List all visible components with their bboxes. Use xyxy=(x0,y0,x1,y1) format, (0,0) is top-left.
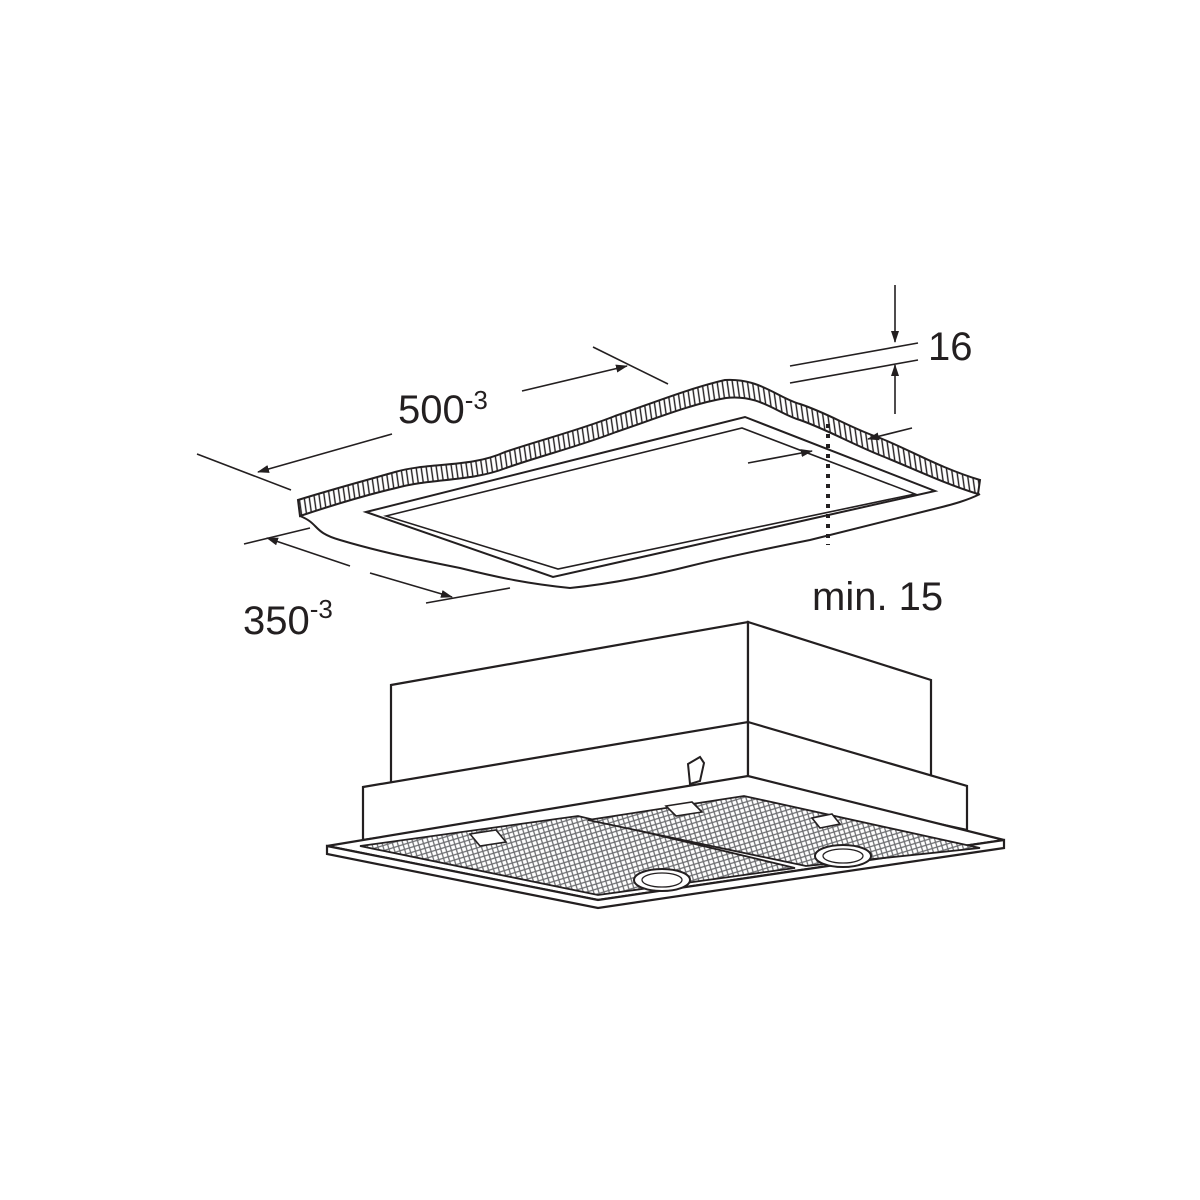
clearance-label: min. 15 xyxy=(812,575,943,619)
filter-handle-right xyxy=(664,801,704,817)
width-extension-left xyxy=(196,453,292,491)
clearance-arrow-in xyxy=(747,449,813,464)
filter-handle-left xyxy=(468,829,508,847)
hood-unit xyxy=(325,620,1006,910)
width-arrow-right xyxy=(521,364,628,392)
light-left-inner xyxy=(641,872,683,888)
width-dimension: 500-3 xyxy=(196,346,669,491)
ceiling-surface-outline xyxy=(299,493,981,590)
light-right-inner xyxy=(822,848,864,864)
width-extension-right xyxy=(592,346,669,385)
thickness-line-bottom xyxy=(789,359,919,384)
thickness-line-top xyxy=(789,342,919,367)
hood-bottom-plate-edge xyxy=(325,838,1006,910)
ceiling-opening-inner xyxy=(383,427,918,570)
ceiling-panel xyxy=(296,378,982,590)
switch-knob xyxy=(686,755,706,786)
depth-label: 350-3 xyxy=(243,594,333,643)
ceiling-opening xyxy=(362,415,939,579)
filter-handle-right-2 xyxy=(810,813,842,829)
clearance-arrow-edge xyxy=(867,427,913,441)
depth-extension-back xyxy=(425,587,511,604)
depth-arrow-front xyxy=(266,537,351,567)
width-arrow-left xyxy=(257,433,393,473)
depth-extension-front xyxy=(243,527,311,545)
thickness-label: 16 xyxy=(928,325,973,369)
depth-arrow-back xyxy=(369,572,453,598)
clearance-dimension: min. 15 xyxy=(747,424,943,619)
depth-dimension: 350-3 xyxy=(243,527,511,643)
thickness-dimension: 16 xyxy=(789,285,973,414)
width-label: 500-3 xyxy=(398,385,488,432)
